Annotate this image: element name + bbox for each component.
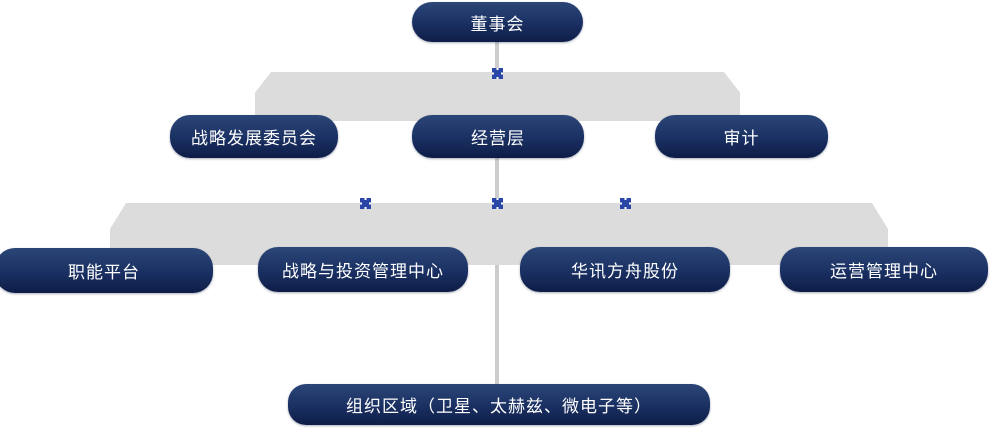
- org-node-huaxun-ark-shares: 华讯方舟股份: [520, 247, 730, 292]
- org-node-management-level: 经营层: [412, 115, 584, 158]
- org-node-label: 董事会: [470, 14, 525, 35]
- connector-band-level2: [255, 72, 740, 121]
- org-node-label: 经营层: [471, 129, 525, 149]
- junction-plus-icon: [360, 198, 371, 209]
- org-node-label: 战略发展委员会: [191, 129, 317, 149]
- org-node-operations-management-center: 运营管理中心: [780, 247, 988, 292]
- org-node-label: 华讯方舟股份: [571, 262, 679, 282]
- connector-line-center: [495, 158, 499, 388]
- junction-plus-icon: [620, 198, 631, 209]
- org-node-label: 组织区域（卫星、太赫兹、微电子等）: [346, 397, 652, 417]
- org-node-board-of-directors: 董事会: [412, 2, 583, 42]
- org-node-audit: 审计: [655, 115, 828, 158]
- junction-plus-icon: [492, 198, 503, 209]
- org-node-organization-regions: 组织区域（卫星、太赫兹、微电子等）: [288, 384, 710, 425]
- junction-plus-icon: [492, 68, 503, 79]
- org-node-strategy-investment-center: 战略与投资管理中心: [258, 247, 468, 292]
- org-node-functional-platform: 职能平台: [0, 248, 213, 293]
- connector-band-level3: [110, 203, 888, 265]
- org-node-label: 运营管理中心: [830, 262, 938, 282]
- org-node-label: 审计: [723, 129, 760, 149]
- org-node-label: 职能平台: [68, 263, 140, 283]
- org-node-label: 战略与投资管理中心: [282, 262, 444, 282]
- org-node-strategy-development-committee: 战略发展委员会: [170, 115, 338, 158]
